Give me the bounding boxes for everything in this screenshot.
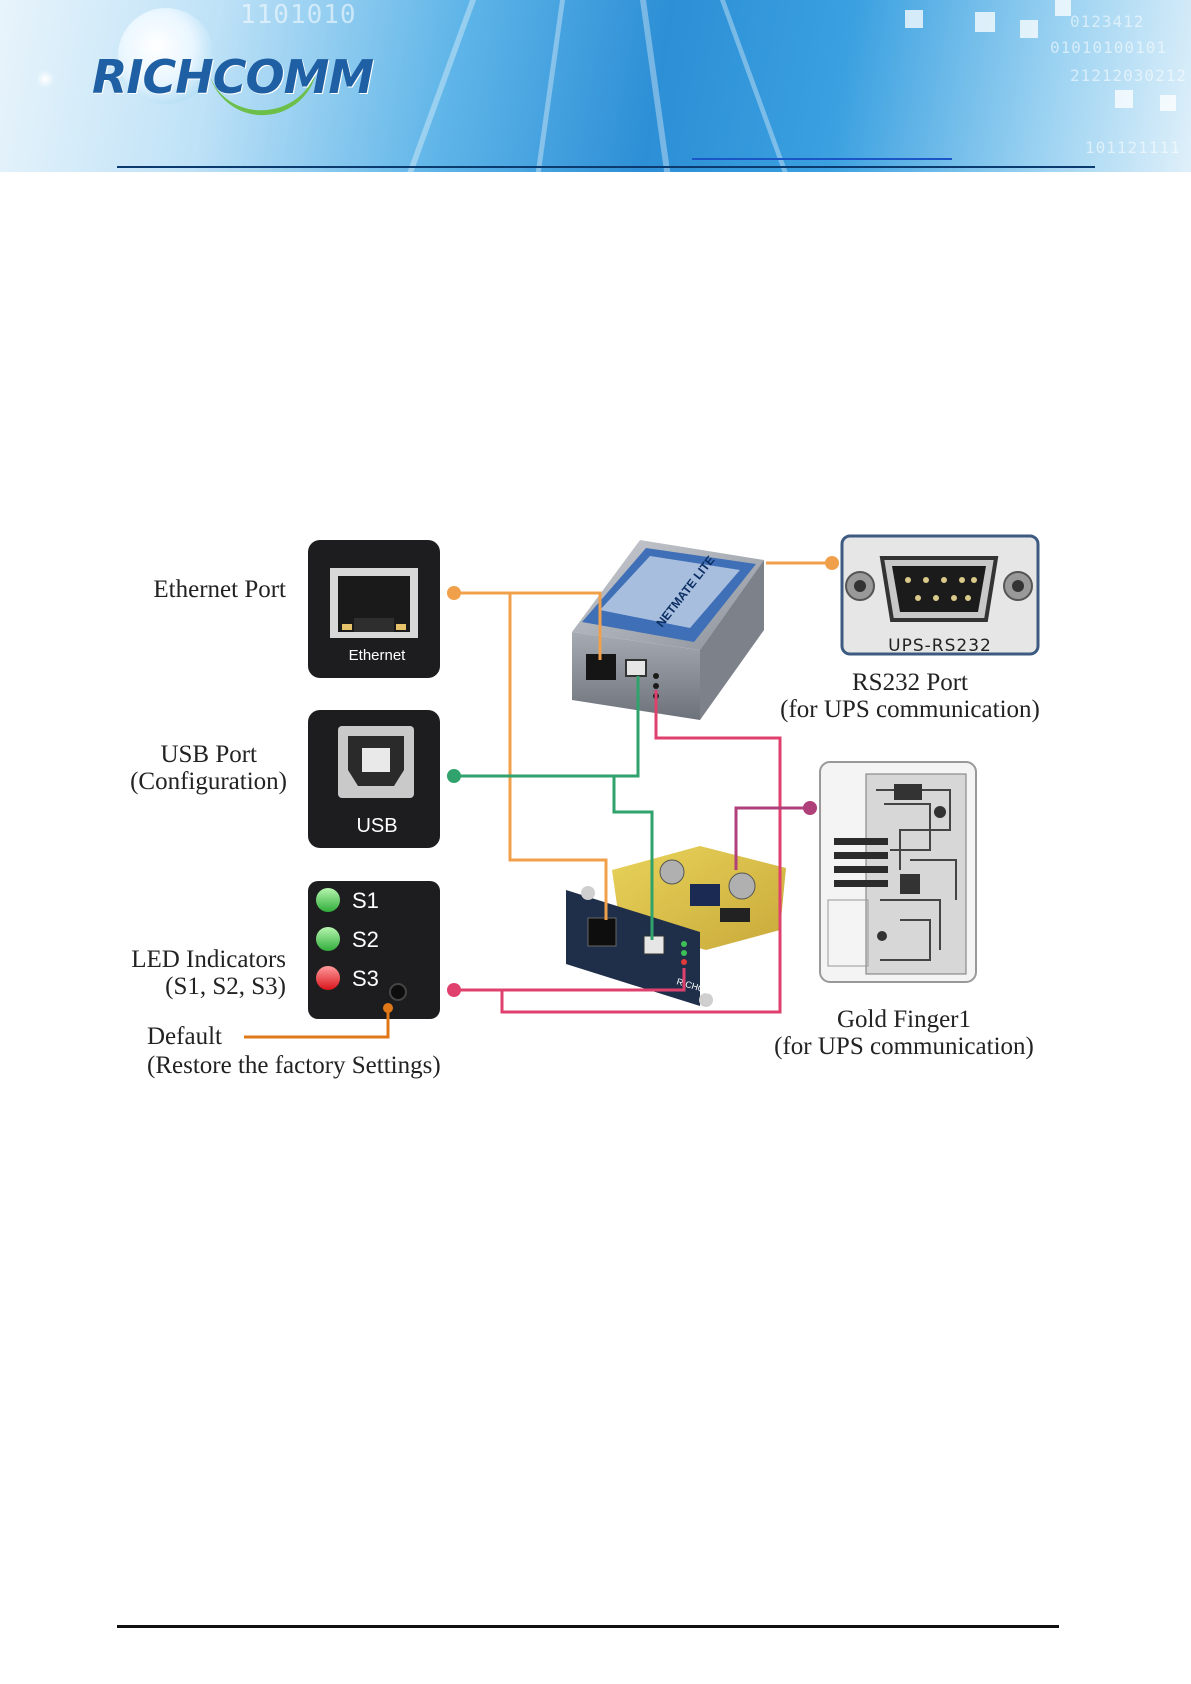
default-label: Default: [147, 1023, 222, 1050]
ethernet-port-label: Ethernet Port: [153, 576, 286, 603]
rs232-sublabel: (for UPS communication): [780, 696, 1040, 723]
usb-jack-label: USB: [356, 815, 397, 837]
default-sublabel: (Restore the factory Settings): [147, 1052, 441, 1079]
led-s3-label: S3: [352, 966, 379, 991]
usb-port-label: USB Port: [160, 741, 257, 768]
led-connector-dot: [447, 983, 461, 997]
led-s3: [316, 966, 340, 990]
gold-finger-photo: [820, 762, 976, 982]
gold-finger-label: Gold Finger1: [837, 1006, 971, 1033]
led-s2: [316, 927, 340, 951]
led-indicators-label: LED Indicators: [131, 946, 286, 973]
default-connector-dot: [383, 1003, 393, 1013]
led-indicators-photo: S1 S2 S3: [308, 881, 440, 1019]
usb-port-sublabel: (Configuration): [130, 768, 287, 795]
ethernet-jack-label: Ethernet: [349, 647, 407, 664]
ethernet-port-photo: Ethernet: [308, 540, 440, 678]
led-indicators-sublabel: (S1, S2, S3): [165, 973, 286, 1000]
gold-finger-connector-dot: [803, 801, 817, 815]
led-s1: [316, 888, 340, 912]
rs232-port-photo: UPS-RS232: [842, 536, 1038, 656]
led-s2-label: S2: [352, 927, 379, 952]
usb-connector-dot: [447, 769, 461, 783]
ethernet-connector-dot: [447, 586, 461, 600]
default-button: [390, 984, 406, 1000]
rs232-connector-dot: [825, 556, 839, 570]
usb-port-photo: USB: [308, 710, 440, 848]
rs232-label: RS232 Port: [852, 669, 968, 696]
footer-rule: [117, 1625, 1059, 1628]
led-s1-label: S1: [352, 888, 379, 913]
rs232-port-label: UPS-RS232: [888, 636, 992, 656]
network-card-photo: RICHCOMM: [566, 846, 786, 1007]
gold-finger-sublabel: (for UPS communication): [774, 1033, 1034, 1060]
